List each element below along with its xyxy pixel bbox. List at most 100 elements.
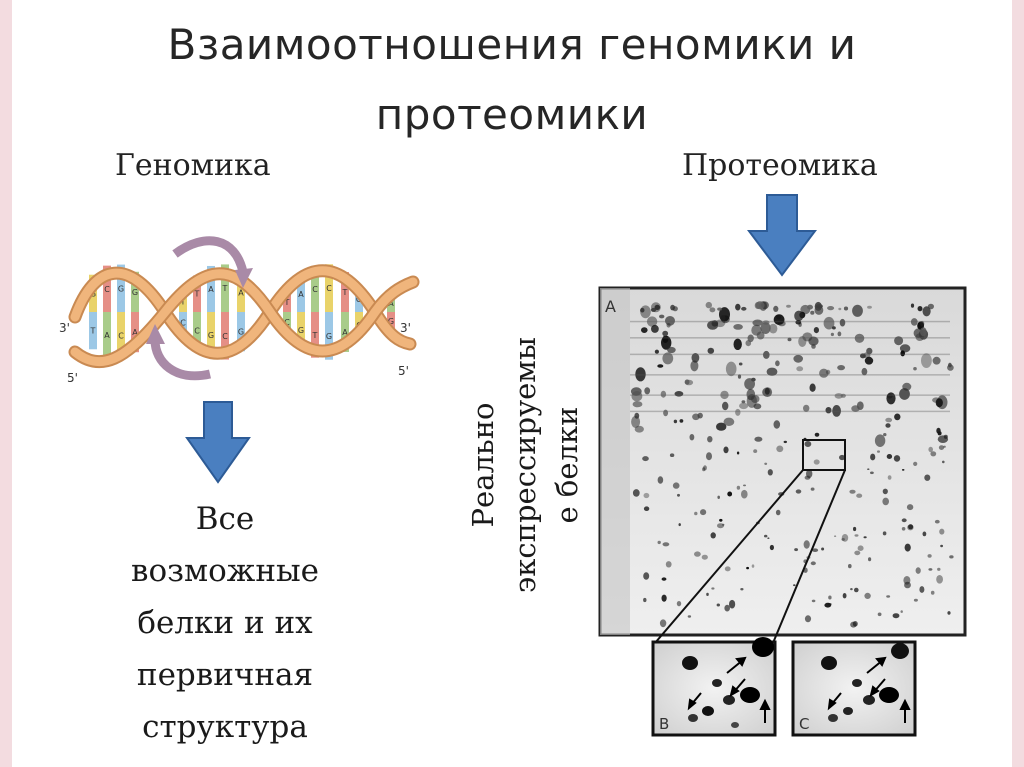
base-pair-rung — [117, 312, 125, 360]
gel-spot — [740, 588, 744, 591]
base-letter: C — [104, 285, 110, 294]
gel-spot — [754, 436, 763, 442]
gel-spot — [839, 454, 846, 461]
base-letter: A — [342, 328, 348, 337]
gel-band — [630, 410, 950, 413]
base-letter: G — [132, 288, 138, 297]
gel-spot — [702, 467, 706, 472]
base-letter: G — [388, 317, 394, 326]
gel-zoom-panel-b — [651, 640, 777, 737]
genomics-result-line: белки и их — [137, 605, 313, 641]
gel-spot — [642, 456, 649, 462]
base-pair-rung — [103, 312, 111, 359]
base-letter: T — [284, 298, 290, 307]
base-pair-rung — [179, 291, 187, 312]
base-pair-rung — [341, 272, 349, 312]
gel-spot — [863, 536, 867, 539]
gel-spot — [823, 316, 835, 330]
gel-spot — [947, 611, 951, 615]
gel-band — [630, 320, 950, 323]
gel-spot — [662, 352, 674, 365]
gel-spot — [850, 588, 853, 591]
gel-spot — [661, 577, 667, 581]
genomics-result-line: возможные — [131, 553, 319, 589]
gel-spot — [716, 603, 720, 607]
base-letter: G — [326, 332, 332, 341]
gel-spot — [798, 336, 807, 347]
gel-spot — [786, 304, 791, 308]
gel-spot — [808, 336, 819, 346]
base-letter: T — [342, 288, 348, 297]
gel-spot — [910, 318, 918, 326]
gel-spot — [722, 523, 725, 526]
gel-spot — [737, 374, 742, 379]
gel-spot — [755, 301, 765, 310]
gel-spot — [650, 307, 657, 312]
gel-spot — [795, 489, 802, 494]
gel-spot — [643, 597, 647, 603]
gel-band — [630, 337, 950, 339]
gel-spot — [804, 441, 812, 447]
base-pair-rung — [283, 292, 291, 312]
base-pair-rung — [297, 276, 305, 312]
gel-spot — [856, 401, 864, 410]
gel-spot — [690, 360, 699, 372]
base-pair-rung — [117, 264, 125, 312]
gel-spot — [678, 523, 681, 527]
gel-spot — [764, 387, 770, 395]
gel-spot — [672, 306, 678, 312]
base-letter: T — [312, 331, 318, 340]
base-letter: C — [284, 318, 290, 327]
gel-spot — [803, 404, 810, 412]
gel-spot — [760, 322, 771, 334]
gel-spot — [665, 316, 675, 326]
gel-spot — [830, 332, 834, 337]
gel-spot — [852, 304, 863, 317]
gel-spot — [857, 545, 864, 551]
gel-spot — [812, 548, 819, 552]
rotation-arrow-bottom-icon — [150, 339, 211, 381]
genomics-heading: Геномика — [115, 148, 271, 183]
gel-spot — [919, 586, 925, 593]
gel-spot — [720, 315, 726, 321]
gel-spot — [935, 398, 943, 408]
proteomics-heading: Протеомика — [682, 148, 878, 183]
gel-spot — [913, 367, 917, 371]
base-pair-rung — [179, 312, 187, 333]
base-pair-rung — [237, 312, 245, 352]
gel-spot — [854, 587, 859, 593]
gel-spot — [825, 407, 832, 414]
gel-spot — [767, 469, 773, 476]
base-pair-rung — [311, 266, 319, 312]
gel-spot — [928, 568, 933, 571]
gel-spot — [723, 417, 735, 426]
gel-spot — [651, 324, 659, 333]
gel-spot — [736, 451, 740, 455]
gel-spot — [949, 555, 954, 559]
gel-spot — [743, 484, 746, 487]
gel-spot — [634, 412, 640, 419]
gel-spot — [937, 567, 941, 571]
gel-spot — [694, 551, 701, 557]
gel-spot — [767, 537, 770, 539]
gel-spot — [930, 451, 937, 457]
gel-spot — [924, 474, 931, 481]
gel-spot — [727, 491, 733, 497]
gel-spot — [669, 453, 675, 457]
gel-spot — [854, 534, 859, 537]
base-letter: C — [326, 284, 332, 293]
gel-spot — [751, 377, 756, 382]
gel-spot — [900, 610, 903, 613]
gel-spot — [886, 393, 893, 399]
gel-band — [630, 394, 950, 396]
gel-spot — [756, 331, 765, 340]
gel-spot — [854, 550, 861, 556]
base-letter: T — [222, 284, 228, 293]
gel-spot — [769, 544, 774, 551]
dna-end-label-right-top: 3' — [400, 321, 411, 335]
proteomics-caption: Реально экспрессируемы е белки — [455, 300, 595, 630]
base-pair-rung — [207, 265, 215, 312]
gel-spot — [657, 364, 664, 368]
gel-spot — [930, 590, 935, 595]
gel-panel-label-b: B — [659, 715, 669, 733]
